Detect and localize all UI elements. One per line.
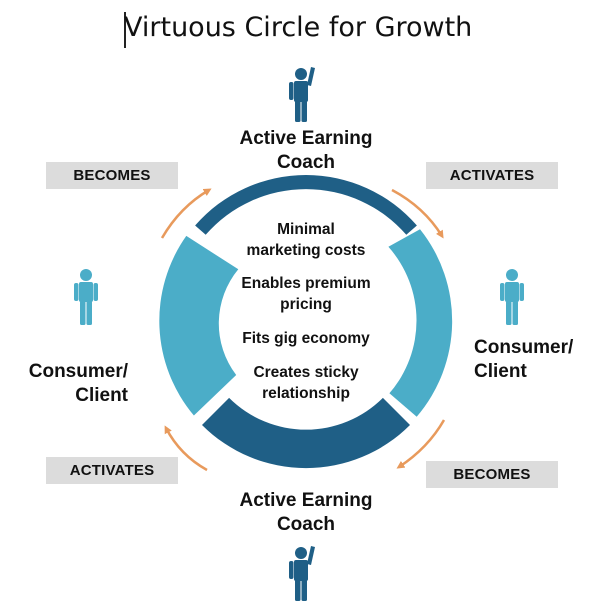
role-coach-top: Active Earning Coach — [239, 128, 373, 173]
arrow-bottom-left — [164, 425, 208, 472]
role-client-left: Consumer/ Client — [28, 361, 128, 406]
role-coach-bottom: Active Earning Coach — [239, 490, 373, 535]
ring-bottom-segment — [202, 397, 410, 469]
client-left-icon — [74, 269, 98, 325]
benefit-gig-economy: Fits gig economy — [242, 330, 370, 347]
arrow-top-right — [391, 188, 444, 239]
tag-activates-top-right: ACTIVATES — [426, 162, 558, 189]
tag-becomes-top-left: BECOMES — [46, 162, 178, 189]
benefit-sticky-relationship: Creates sticky relationship — [253, 364, 359, 402]
ring-right-segment — [388, 229, 453, 417]
benefit-minimal-marketing: Minimal marketing costs — [246, 221, 366, 259]
title-cursor — [124, 12, 126, 48]
role-client-right: Consumer/ Client — [474, 337, 574, 382]
tag-becomes-bottom-right: BECOMES — [426, 461, 558, 488]
arrow-bottom-right — [396, 419, 446, 469]
ring-top-segment — [195, 174, 417, 235]
tag-activates-bottom-left: ACTIVATES — [46, 457, 178, 484]
client-right-icon — [500, 269, 524, 325]
benefit-premium-pricing: Enables premium pricing — [241, 275, 371, 313]
page-title: Virtuous Circle for Growth — [124, 12, 473, 43]
coach-top-icon — [289, 67, 315, 122]
coach-bottom-icon — [289, 546, 315, 601]
arrow-top-left — [160, 188, 212, 239]
ring-left-segment — [159, 235, 239, 416]
